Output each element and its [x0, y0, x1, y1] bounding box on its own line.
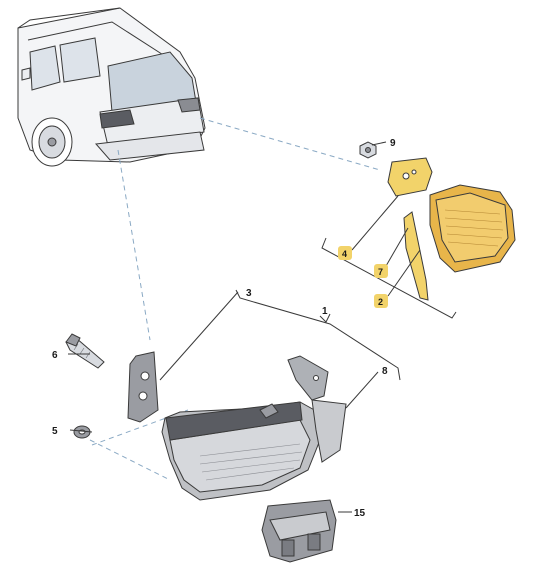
callout-9: 9	[390, 138, 396, 149]
callout-5: 5	[52, 426, 58, 437]
car-illustration	[17, 7, 206, 167]
cover-part-8	[287, 355, 347, 463]
callout-2-badge	[374, 294, 388, 308]
gasket-part-4	[387, 157, 433, 197]
callout-3: 3	[246, 288, 252, 299]
nut-part-9	[359, 141, 377, 159]
callout-8: 8	[382, 366, 388, 377]
outer-tail-lamp	[429, 184, 516, 273]
callout-7-badge	[374, 264, 388, 278]
bulb-holder-plate	[127, 351, 159, 423]
callout-6: 6	[52, 350, 58, 361]
callout-4: 4	[342, 249, 347, 259]
mounting-bracket-part-15	[261, 499, 337, 563]
callout-labels: 9 4 7 2 3 1 6 8 5 15	[52, 138, 396, 519]
callout-leaders	[68, 141, 421, 513]
callout-2: 2	[378, 297, 383, 307]
screw-part-6	[65, 333, 105, 369]
callout-15: 15	[354, 508, 366, 519]
callout-1: 1	[322, 306, 328, 317]
callout-7: 7	[378, 267, 383, 277]
inner-tail-lamp	[161, 401, 321, 501]
washer-part-5	[73, 425, 91, 439]
callout-4-badge	[338, 246, 352, 260]
assembly-bracket-2	[321, 237, 457, 319]
